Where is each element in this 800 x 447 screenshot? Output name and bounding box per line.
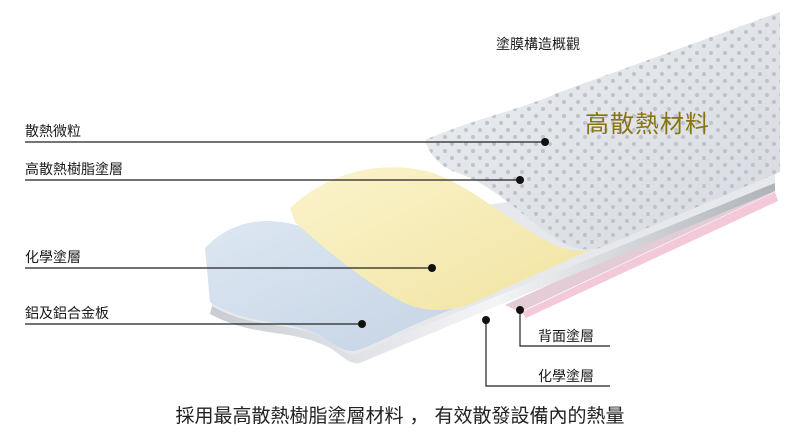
diagram-title: 塗膜構造概觀 [496,37,580,53]
label-back-chemical-coating: 化學塗層 [538,369,594,385]
anchor-dot-plate [358,320,366,328]
anchor-dot-chemical [428,264,436,272]
leader-line-back-chemical [485,320,610,387]
anchor-dot-back-chemical [482,316,490,324]
label-heat-particles: 散熱微粒 [25,124,81,140]
anchor-dot-back-coating [516,306,524,314]
anchor-dots [358,138,549,328]
particle-dots [425,12,780,250]
anchor-dot-resin [516,176,524,184]
highlight-label: 高散熱材料 [585,110,710,138]
resin-coating-layer [290,167,590,311]
label-chemical-coating: 化學塗層 [25,250,81,266]
anchor-dot-particles [541,138,549,146]
caption: 採用最高散熱樹脂塗層材料 ， 有效散發設備內的熱量 [175,405,625,427]
label-back-coating: 背面塗層 [538,329,594,345]
back-coating-layer [522,192,778,318]
chemical-coating-layer [205,221,505,351]
label-aluminum-plate: 鋁及鋁合金板 [25,306,109,322]
leader-line-back-coating [519,310,610,347]
leader-lines [25,141,610,387]
label-resin-coating: 高散熱樹脂塗層 [25,162,123,178]
